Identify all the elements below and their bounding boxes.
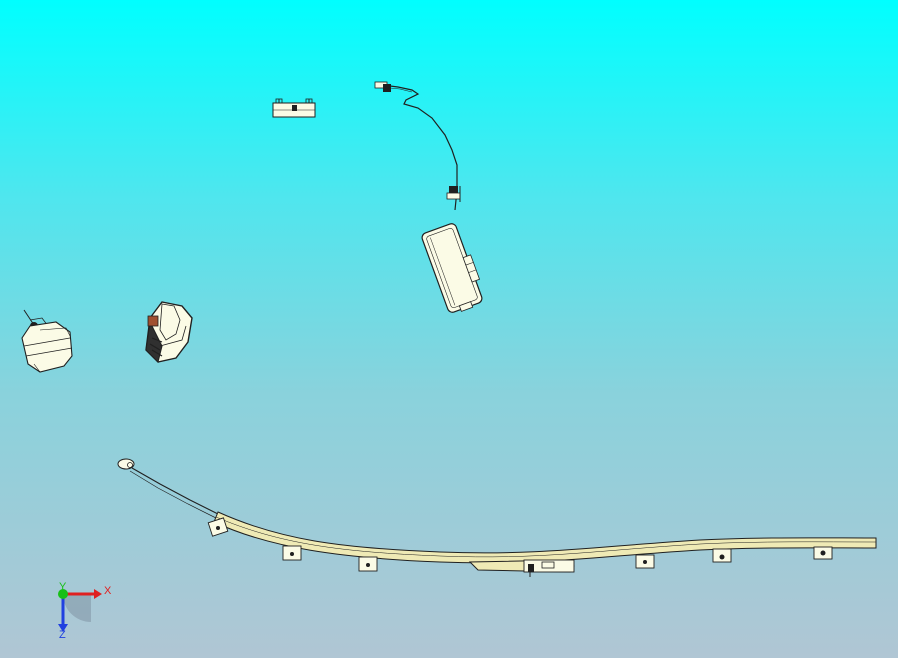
coordinate-triad-icon: X Y Z xyxy=(58,581,112,641)
z-axis-label: Z xyxy=(59,629,66,641)
curtain-airbag-rail[interactable] xyxy=(117,458,877,577)
knee-airbag-housing[interactable] xyxy=(145,301,193,363)
airbag-module[interactable] xyxy=(421,221,488,315)
mounting-bracket[interactable] xyxy=(272,98,316,118)
x-axis-label: X xyxy=(104,585,112,597)
y-axis-label: Y xyxy=(59,581,67,593)
inflator-canister[interactable] xyxy=(21,309,73,373)
wire-harness[interactable] xyxy=(374,81,461,211)
